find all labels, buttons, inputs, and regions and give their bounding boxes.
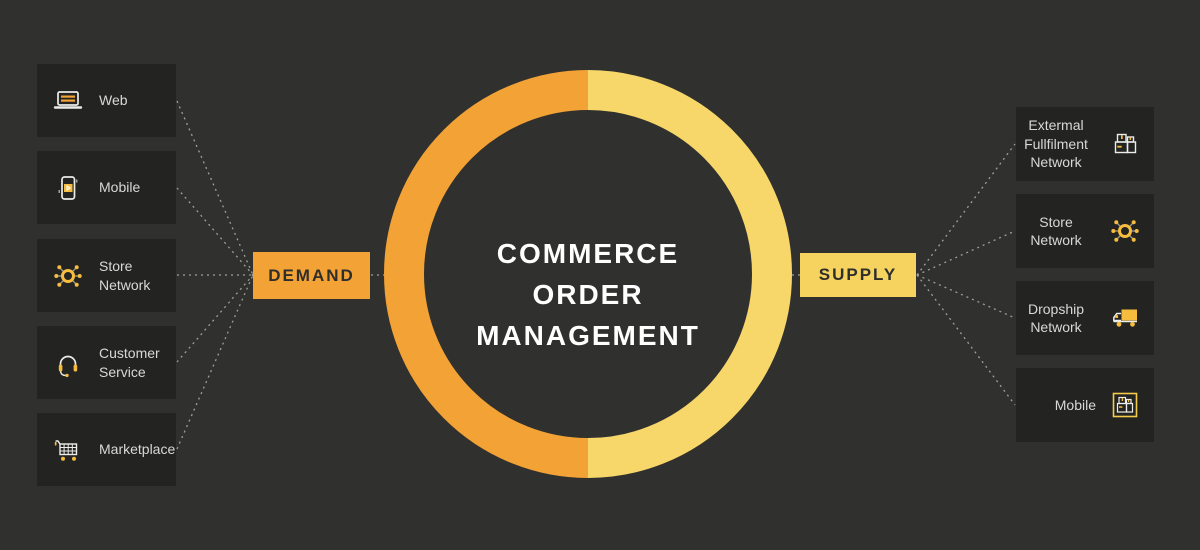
- ring-supply-half: [587, 70, 792, 478]
- supply-node-store-network: Store Network: [1016, 194, 1154, 268]
- demand-box: DEMAND: [253, 252, 370, 299]
- connector-supply-fulfilment: [916, 143, 1016, 276]
- supply-box: SUPPLY: [800, 253, 916, 297]
- supply-node-mobile: Mobile: [1016, 368, 1154, 442]
- packages-icon: [1107, 126, 1143, 162]
- demand-node-customer-service: Customer Service: [37, 326, 176, 399]
- shopping-cart-icon: [50, 432, 86, 468]
- demand-node-store-network: Store Network: [37, 239, 176, 312]
- node-label: Mobile: [1054, 396, 1096, 413]
- connector-supply-store-network: [916, 230, 1016, 276]
- laptop-icon: [50, 83, 86, 119]
- connector-mobile-demand: [176, 187, 254, 276]
- node-label: Extermal Fullfilment Network: [1024, 117, 1088, 171]
- connector-marketplace-demand: [176, 274, 254, 450]
- demand-node-marketplace: Marketplace: [37, 413, 176, 486]
- supply-node-dropship-network: Dropship Network: [1016, 281, 1154, 355]
- node-label: Mobile: [99, 179, 141, 196]
- ring-demand-half: [384, 70, 589, 478]
- supply-label: SUPPLY: [818, 265, 898, 284]
- diagram-title: COMMERCE ORDER MANAGEMENT: [438, 233, 738, 356]
- title-line-2: MANAGEMENT: [476, 320, 700, 351]
- node-label: Web: [99, 92, 128, 109]
- connector-customer-service-demand: [176, 274, 254, 363]
- framed-packages-icon: [1107, 387, 1143, 423]
- delivery-truck-icon: [1107, 300, 1143, 336]
- node-label: Store Network: [1030, 213, 1082, 248]
- node-label: Dropship Network: [1027, 300, 1085, 335]
- demand-node-web: Web: [37, 64, 176, 137]
- demand-node-mobile: Mobile: [37, 151, 176, 224]
- network-hub-icon: [50, 258, 86, 294]
- node-label: Customer Service: [99, 345, 160, 380]
- connector-supply-mobile: [916, 274, 1016, 406]
- node-label: Marketplace: [99, 441, 176, 458]
- supply-node-external-fulfilment-network: Extermal Fullfilment Network: [1016, 107, 1154, 181]
- title-line-1: COMMERCE ORDER: [496, 238, 680, 310]
- node-label: Store Network: [99, 258, 151, 293]
- connector-web-demand: [176, 100, 254, 276]
- connector-lines: [176, 100, 1016, 450]
- mobile-phone-icon: [50, 170, 86, 206]
- headset-icon: [50, 345, 86, 381]
- demand-label: DEMAND: [268, 265, 355, 285]
- connector-supply-dropship: [916, 274, 1016, 319]
- network-hub-icon: [1107, 213, 1143, 249]
